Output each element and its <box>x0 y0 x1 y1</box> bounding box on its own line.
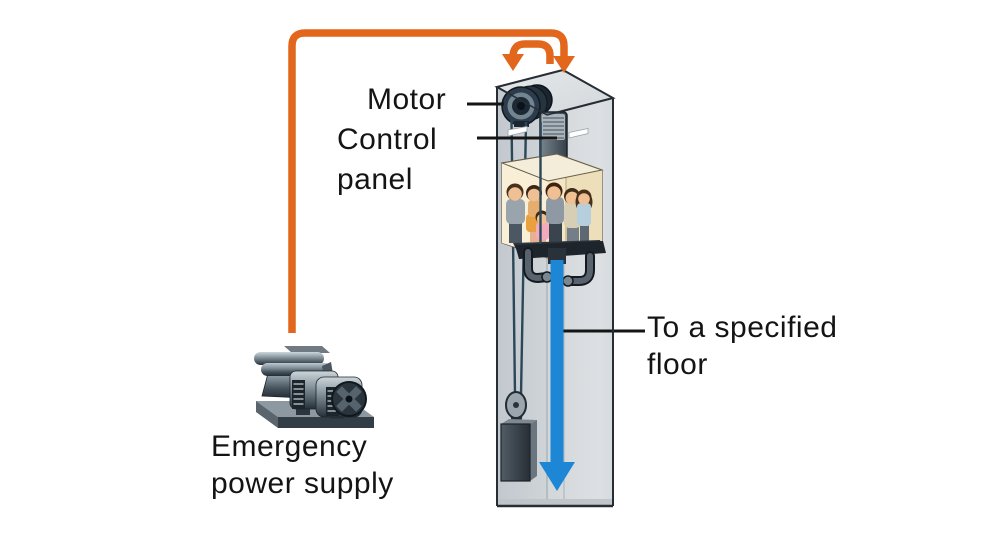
rail-bracket-left <box>507 126 528 137</box>
counterweight-side <box>530 420 537 481</box>
counterweight-front <box>500 423 531 482</box>
to-specified-floor-label: To a specified floor <box>647 311 838 381</box>
counterweight-top <box>501 419 537 424</box>
passenger-man-gray-center <box>545 182 564 243</box>
emergency-generator-illustration <box>254 346 374 428</box>
elevator-car <box>500 153 604 259</box>
rail-bracket-right <box>568 128 589 139</box>
emergency-power-supply-label: Emergency power supply <box>211 430 394 500</box>
motor-label: Motor <box>367 83 447 116</box>
power-line <box>288 29 568 333</box>
power-arrowhead-main <box>553 56 575 73</box>
passenger-woman-blue <box>575 189 593 245</box>
passenger-man-gray-left <box>506 183 525 243</box>
emergency-power-path <box>288 29 575 333</box>
counterweight <box>500 391 537 482</box>
shaft-outline <box>496 86 614 508</box>
passenger-girl-pink <box>535 210 549 246</box>
power-loop-arrowhead <box>502 54 524 71</box>
car-undercarriage <box>515 241 606 287</box>
power-loop-arrow <box>509 40 554 64</box>
car-roof <box>500 153 604 182</box>
descent-arrow <box>539 260 575 491</box>
control-panel-label: Control panel <box>337 123 438 196</box>
hoist-motor <box>501 84 553 127</box>
shaft-bottom-strip <box>497 499 613 506</box>
passengers <box>506 182 593 246</box>
